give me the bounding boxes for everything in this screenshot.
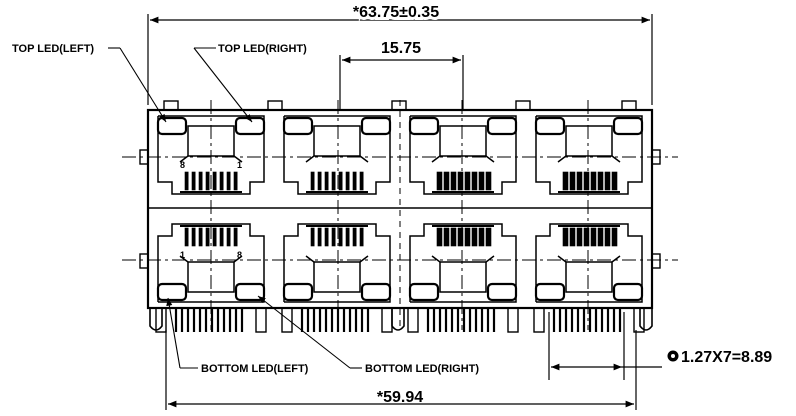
pin-number-bottom-left: 1: [180, 250, 185, 260]
top-led-right-label: TOP LED(RIGHT): [218, 43, 307, 55]
led-bottom-left-2: [282, 282, 314, 302]
port-pitch-dimension: [339, 55, 464, 110]
svg-text:*63.75±0.35: *63.75±0.35: [353, 4, 439, 21]
bottom-led-right-leader: [257, 295, 362, 369]
pin-number-top-right: 1: [237, 160, 242, 170]
port-top-2: [282, 115, 392, 195]
pin-number-top-left: 8: [180, 160, 185, 170]
led-bottom-right-4: [612, 282, 644, 302]
led-top-right-2: [360, 116, 392, 136]
top-led-left-label: TOP LED(LEFT): [12, 43, 94, 55]
pin-pitch-dimension: [548, 312, 662, 380]
port-bottom-1: [156, 223, 266, 303]
led-bottom-left-1: [156, 282, 188, 302]
led-top-right-1: [234, 116, 266, 136]
led-bottom-left-3: [408, 282, 440, 302]
led-top-left-1: [156, 116, 188, 136]
led-bottom-left-4: [534, 282, 566, 302]
led-top-right-4: [612, 116, 644, 136]
led-top-left-4: [534, 116, 566, 136]
pin-pitch-label: 1.27X7=8.89: [681, 349, 772, 366]
port-top-4: [534, 115, 644, 195]
pcb-pins: [149, 307, 653, 333]
port-bottom-2: [282, 223, 392, 303]
port-top-1: [156, 115, 266, 195]
port-bottom-3: [408, 223, 518, 303]
pin-span-label: *59.94: [377, 389, 423, 406]
bottom-led-right-label: BOTTOM LED(RIGHT): [365, 363, 479, 375]
bottom-led-left-label: BOTTOM LED(LEFT): [201, 363, 309, 375]
centerlines: [122, 100, 678, 330]
led-bottom-right-2: [360, 282, 392, 302]
port-pitch-label: 15.75: [381, 40, 421, 57]
pin-span-dimension: [165, 330, 637, 410]
led-bottom-right-3: [486, 282, 518, 302]
pin-number-bottom-right: 8: [237, 250, 242, 260]
overall-width-dimension: [147, 14, 653, 105]
bottom-led-left-leader: [166, 297, 198, 369]
port-bottom-4: [534, 223, 644, 303]
port-array: [156, 115, 644, 303]
led-top-right-3: [486, 116, 518, 136]
port-top-3: [408, 115, 518, 195]
overall-width-label: *63.75±0.35: [353, 4, 439, 21]
led-bottom-right-1: [234, 282, 266, 302]
led-top-left-2: [282, 116, 314, 136]
led-top-left-3: [408, 116, 440, 136]
